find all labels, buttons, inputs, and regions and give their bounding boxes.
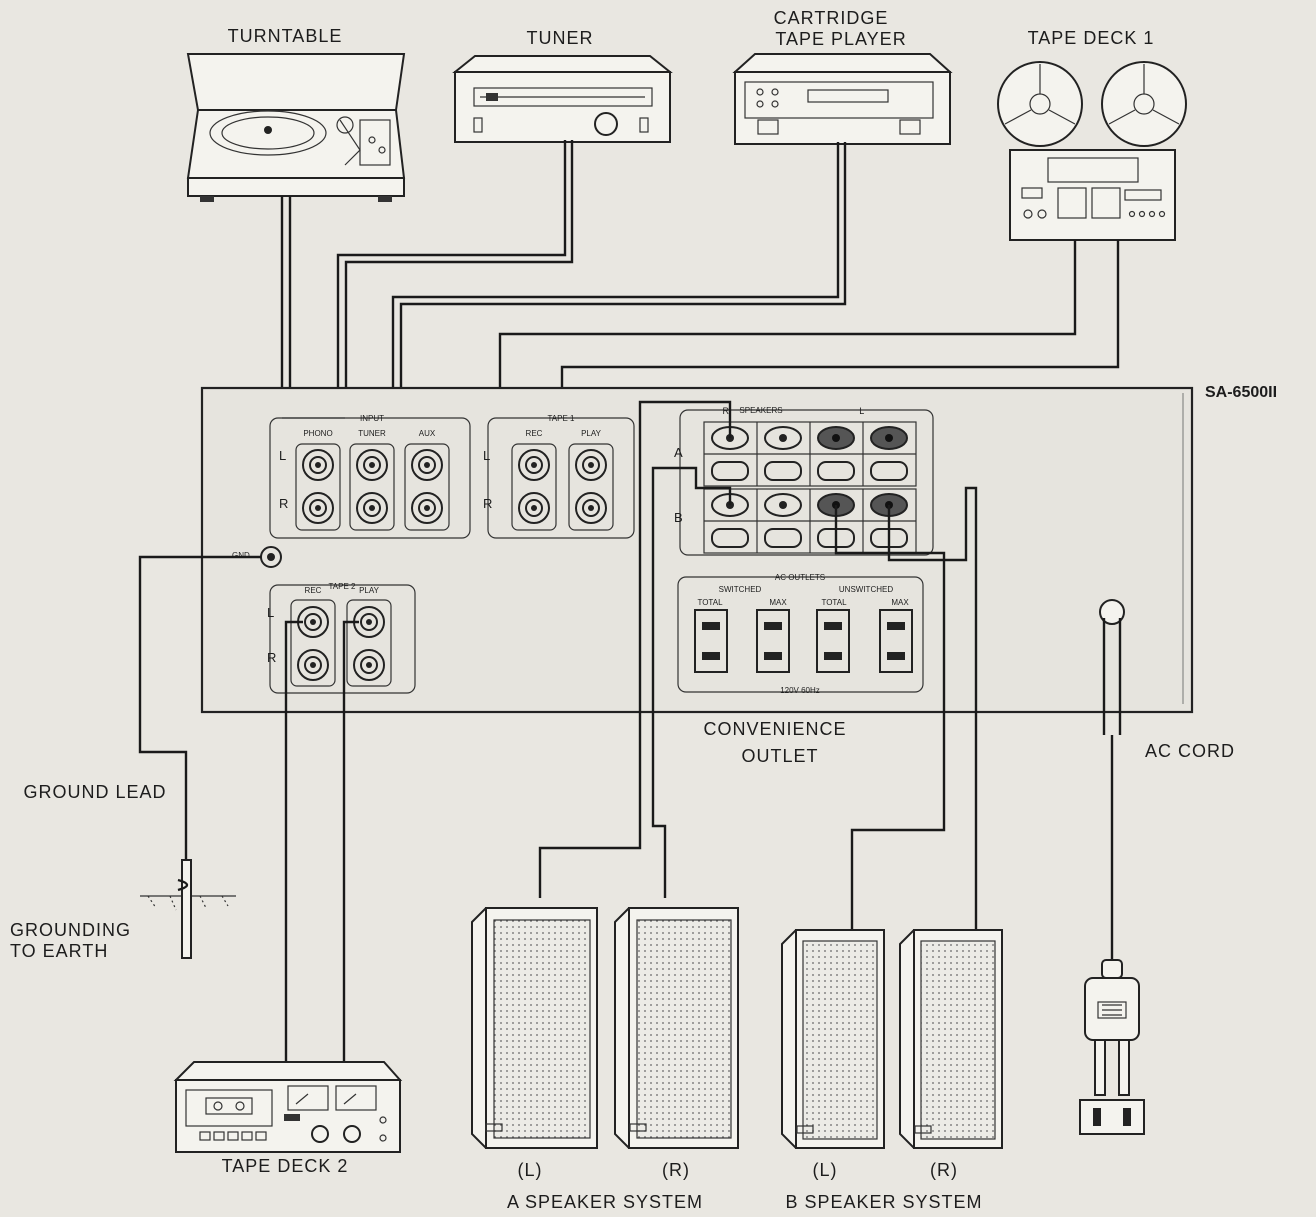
switched-label: SWITCHED	[719, 585, 762, 594]
tape1-l-label: L	[483, 448, 490, 463]
tape2-jack-panel: TAPE 2 REC PLAY L R	[267, 582, 416, 694]
ac-cord-grommet	[1099, 599, 1125, 935]
tuner-label: TUNER	[527, 28, 594, 48]
speakers-label: SPEAKERS	[739, 406, 782, 415]
cartridge-tape-player-device	[732, 53, 953, 145]
tape1-rec-label: REC	[526, 429, 543, 438]
tape2-l-label: L	[267, 605, 274, 620]
turntable-device	[186, 53, 406, 202]
speaker-b-left	[781, 929, 885, 1149]
speaker-a-left	[471, 907, 598, 1149]
tape-deck-1-device	[997, 61, 1187, 241]
tape2-play-label: PLAY	[359, 586, 380, 595]
switched-total-label: TOTAL	[697, 598, 723, 607]
convenience-outlet-label-line1: CONVENIENCE	[703, 719, 846, 739]
b-left-label: (L)	[813, 1160, 838, 1180]
b-speaker-system-label: B SPEAKER SYSTEM	[785, 1192, 982, 1212]
speakers-l-label: L	[859, 406, 865, 416]
speakers-b-label: B	[674, 510, 683, 525]
tuner-jack-label: TUNER	[358, 429, 386, 438]
grounding-label-line1: GROUNDING	[10, 920, 131, 940]
speaker-b-right	[899, 929, 1003, 1149]
ground-stake	[140, 859, 236, 959]
ground-lead-label: GROUND LEAD	[23, 782, 166, 802]
ac-cord-label: AC CORD	[1145, 741, 1235, 761]
tape-deck-2-device	[173, 1061, 403, 1153]
tape-deck-2-label: TAPE DECK 2	[222, 1156, 349, 1176]
input-l-label: L	[279, 448, 286, 463]
ac-plug	[1079, 935, 1145, 1135]
input-label: INPUT	[360, 414, 384, 423]
amplifier-rear-panel	[200, 386, 1194, 714]
rca-jack	[302, 449, 443, 524]
tape2-r-label: R	[267, 650, 276, 665]
lower-wires	[138, 400, 978, 1062]
tape1-label: TAPE 1	[548, 414, 576, 423]
a-speaker-system-label: A SPEAKER SYSTEM	[507, 1192, 703, 1212]
tape1-play-label: PLAY	[581, 429, 602, 438]
speaker-terminal-panel: SPEAKERS R L A B	[674, 406, 934, 556]
ground-terminal: GND	[232, 546, 282, 568]
tape1-jack-panel: TAPE 1 REC PLAY L R	[483, 414, 635, 539]
model-label: SA-6500II	[1205, 384, 1277, 401]
cartridge-label-line1: CARTRIDGE	[774, 8, 889, 28]
tape2-label: TAPE 2	[329, 582, 357, 591]
unswitched-total-label: TOTAL	[821, 598, 847, 607]
input-jack-panel: INPUT PHONO TUNER AUX L R	[269, 414, 471, 539]
ac-outlets-label: AC OUTLETS	[775, 573, 825, 582]
convenience-outlet-label-line2: OUTLET	[741, 746, 818, 766]
unswitched-label: UNSWITCHED	[839, 585, 893, 594]
speaker-a-right	[614, 907, 739, 1149]
tape2-rec-label: REC	[305, 586, 322, 595]
ac-outlets-panel: AC OUTLETS SWITCHED UNSWITCHED TOTAL MAX…	[677, 573, 924, 695]
unswitched-max-label: MAX	[891, 598, 909, 607]
tuner-device	[452, 55, 673, 143]
tape1-r-label: R	[483, 496, 492, 511]
grounding-label-line2: TO EARTH	[10, 941, 108, 961]
voltage-label: 120V 60Hz	[780, 686, 820, 695]
ac-socket	[694, 609, 913, 673]
turntable-label: TURNTABLE	[228, 26, 343, 46]
speakers-a-label: A	[674, 445, 683, 460]
a-left-label: (L)	[518, 1160, 543, 1180]
cartridge-label-line2: TAPE PLAYER	[775, 29, 906, 49]
phono-label: PHONO	[303, 429, 332, 438]
tape-deck-1-label: TAPE DECK 1	[1028, 28, 1155, 48]
aux-label: AUX	[419, 429, 436, 438]
speaker-terminal-row-a	[703, 421, 917, 487]
switched-max-label: MAX	[769, 598, 787, 607]
a-right-label: (R)	[662, 1160, 690, 1180]
input-r-label: R	[279, 496, 288, 511]
speakers-r-label: R	[723, 406, 730, 416]
gnd-label: GND	[232, 551, 250, 560]
b-right-label: (R)	[930, 1160, 958, 1180]
